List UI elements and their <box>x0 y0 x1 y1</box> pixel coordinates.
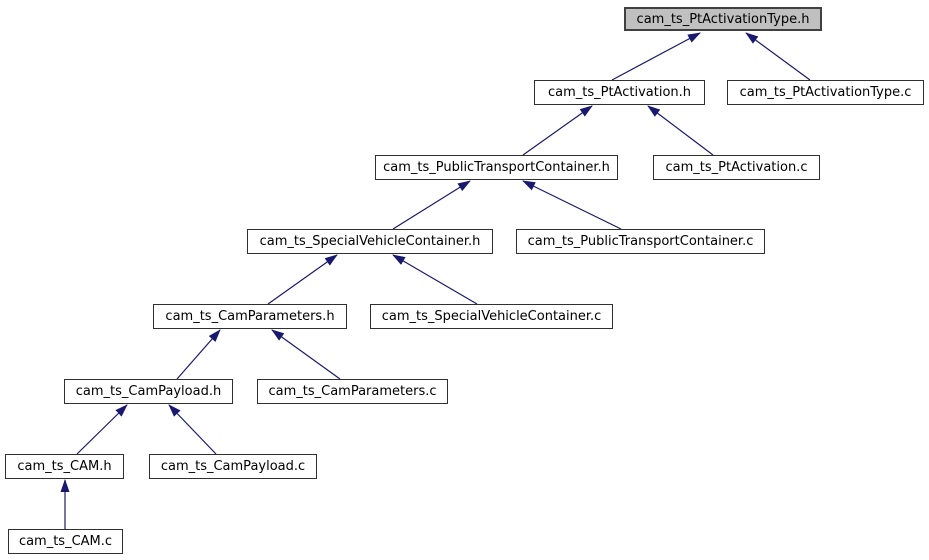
edge-cam-ts-publictransportcontainer-h-to-cam-ts-ptactivation-h <box>522 105 593 156</box>
edge-cam-ts-camparameters-c-to-cam-ts-camparameters-h <box>271 329 341 380</box>
edge-cam-ts-specialvehiclecontainer-h-to-cam-ts-publictransportcontainer-h <box>392 180 471 230</box>
edge-cam-ts-camparameters-h-to-cam-ts-specialvehiclecontainer-h <box>267 254 338 305</box>
node-cam-ts-publictransportcontainer-c[interactable]: cam_ts_PublicTransportContainer.c <box>516 229 765 254</box>
node-cam-ts-camparameters-h[interactable]: cam_ts_CamParameters.h <box>153 304 347 329</box>
edge-cam-ts-cam-h-to-cam-ts-campayload-h <box>76 404 128 455</box>
node-cam-ts-cam-c[interactable]: cam_ts_CAM.c <box>8 529 123 554</box>
node-cam-ts-publictransportcontainer-h[interactable]: cam_ts_PublicTransportContainer.h <box>375 155 618 180</box>
edge-cam-ts-ptactivation-c-to-cam-ts-ptactivation-h <box>647 105 714 156</box>
node-cam-ts-ptactivation-c[interactable]: cam_ts_PtActivation.c <box>653 155 820 180</box>
edge-cam-ts-campayload-c-to-cam-ts-campayload-h <box>168 404 217 455</box>
node-cam-ts-campayload-c[interactable]: cam_ts_CamPayload.c <box>149 454 317 479</box>
node-cam-ts-specialvehiclecontainer-c[interactable]: cam_ts_SpecialVehicleContainer.c <box>370 304 613 329</box>
node-cam-ts-camparameters-c[interactable]: cam_ts_CamParameters.c <box>257 379 448 404</box>
node-cam-ts-specialvehiclecontainer-h[interactable]: cam_ts_SpecialVehicleContainer.h <box>247 229 493 254</box>
node-cam-ts-ptactivation-h[interactable]: cam_ts_PtActivation.h <box>534 80 705 105</box>
node-cam-ts-ptactivationtype-c[interactable]: cam_ts_PtActivationType.c <box>727 80 924 105</box>
edge-cam-ts-campayload-h-to-cam-ts-camparameters-h <box>176 329 221 380</box>
edge-cam-ts-ptactivationtype-c-to-cam-ts-ptactivationtype-h <box>745 32 811 81</box>
node-cam-ts-cam-h[interactable]: cam_ts_CAM.h <box>5 454 124 479</box>
node-cam-ts-campayload-h[interactable]: cam_ts_CamPayload.h <box>64 379 233 404</box>
edge-cam-ts-publictransportcontainer-c-to-cam-ts-publictransportcontainer-h <box>522 180 622 230</box>
edge-cam-ts-specialvehiclecontainer-c-to-cam-ts-specialvehiclecontainer-h <box>392 254 478 305</box>
node-cam-ts-ptactivationtype-h: cam_ts_PtActivationType.h <box>624 7 822 31</box>
edge-cam-ts-ptactivation-h-to-cam-ts-ptactivationtype-h <box>611 32 701 81</box>
